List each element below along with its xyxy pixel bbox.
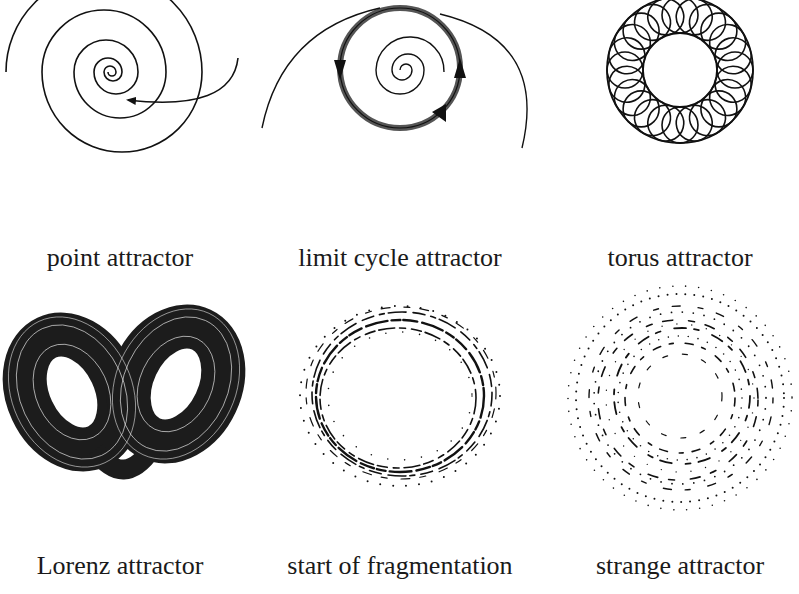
lorenz-texture bbox=[18, 331, 126, 452]
attractor-caption: start of fragmentation bbox=[287, 551, 512, 581]
flow-arrowhead bbox=[334, 60, 346, 80]
torus-loop bbox=[693, 83, 744, 134]
scatter-dots bbox=[594, 312, 766, 484]
limit-cycle-edge bbox=[340, 8, 460, 128]
lorenz-texture bbox=[0, 307, 149, 478]
approach-arrow bbox=[128, 58, 238, 102]
torus-loop bbox=[711, 62, 755, 106]
limit-cycle-figure bbox=[262, 8, 527, 148]
fragmented-ring bbox=[312, 312, 492, 476]
scatter-dots bbox=[568, 286, 792, 510]
scatter-dots bbox=[606, 324, 754, 472]
attractor-caption: Lorenz attractor bbox=[37, 551, 204, 581]
torus-loop bbox=[616, 83, 667, 134]
limit-cycle bbox=[340, 8, 460, 128]
torus-loop bbox=[711, 34, 755, 78]
flow-arrowhead bbox=[454, 58, 466, 78]
inner-spiral bbox=[376, 37, 444, 94]
flow-arrowhead bbox=[432, 104, 446, 122]
fragmented-ring bbox=[320, 328, 476, 468]
lorenz-texture bbox=[99, 299, 252, 470]
point-attractor-figure bbox=[6, 0, 238, 152]
scatter-fragments bbox=[625, 343, 735, 453]
torus-loop bbox=[644, 101, 688, 145]
scatter-fragments bbox=[638, 354, 722, 438]
scatter-fragments bbox=[614, 328, 750, 464]
torus-loop bbox=[628, 0, 677, 47]
lorenz-texture bbox=[0, 296, 159, 488]
scatter-dots bbox=[618, 336, 742, 460]
attractor-caption: torus attractor bbox=[607, 243, 752, 273]
fragment-dots bbox=[328, 332, 472, 460]
torus-loop bbox=[672, 0, 716, 39]
attractor-caption: strange attractor bbox=[596, 551, 764, 581]
lorenz-tail bbox=[95, 448, 152, 470]
spiral-path bbox=[6, 0, 202, 152]
lorenz-texture bbox=[89, 288, 264, 480]
lorenz-texture bbox=[122, 323, 230, 444]
torus-figure bbox=[605, 0, 755, 145]
outer-trajectory bbox=[440, 14, 527, 148]
fragment-dots bbox=[300, 306, 500, 486]
scatter-fragments bbox=[598, 320, 758, 480]
scatter-fragments bbox=[589, 306, 773, 490]
fragmentation-figure bbox=[300, 306, 500, 486]
outer-trajectory bbox=[262, 8, 380, 128]
fragmented-ring bbox=[316, 320, 484, 472]
scatter-dots bbox=[576, 294, 784, 502]
strange-attractor-figure bbox=[568, 286, 792, 510]
fragmented-ring bbox=[306, 307, 496, 479]
attractor-caption: point attractor bbox=[47, 243, 194, 273]
lorenz-figure bbox=[0, 288, 263, 488]
attractor-caption: limit cycle attractor bbox=[298, 243, 502, 273]
torus-loop bbox=[605, 34, 649, 78]
torus-loop bbox=[616, 6, 667, 57]
torus-outer bbox=[607, 0, 753, 143]
torus-loop bbox=[693, 6, 744, 57]
